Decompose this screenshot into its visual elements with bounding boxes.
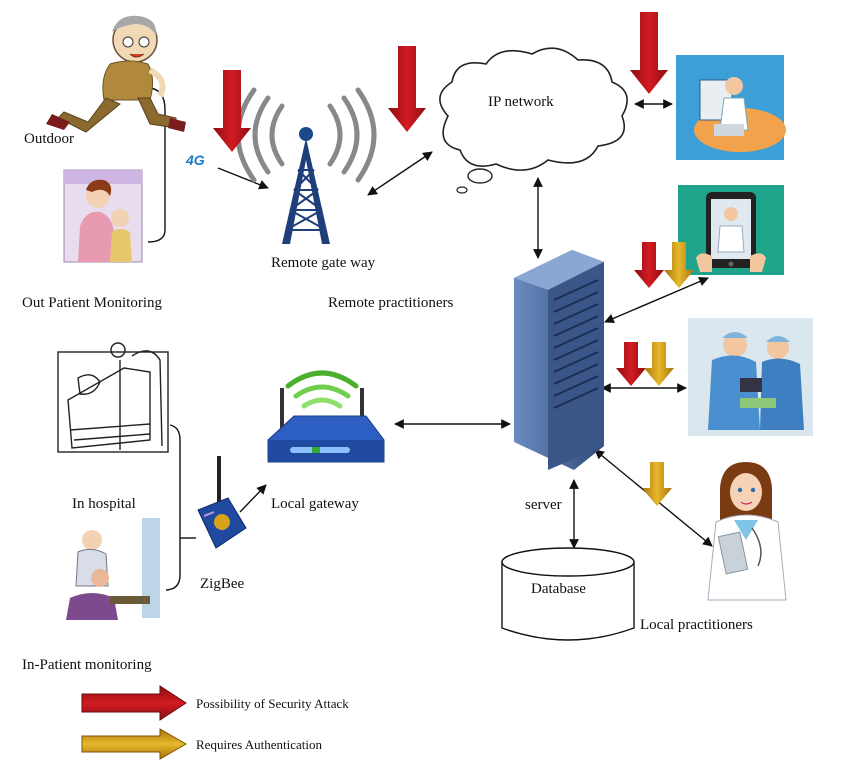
attack-arrow-tower [213,70,251,152]
out-patient-monitoring-label: Out Patient Monitoring [22,295,162,311]
legend [81,685,188,760]
surgeons-icon [688,318,813,436]
server-tower-icon [514,250,604,470]
cloud-icon [439,47,628,194]
local-practitioners-label: Local practitioners [640,617,753,633]
outdoor-bracket [147,87,166,243]
zigbee-label: ZigBee [200,576,245,592]
link-4g-tower [217,167,269,190]
tablet-doctor-icon [678,185,784,275]
database-cylinder-icon [501,547,635,641]
outdoor-label: Outdoor [24,131,74,147]
remote-practitioners-label: Remote practitioners [328,295,454,311]
hospital-bed-icon [57,342,169,453]
in-patient-monitoring-label: In-Patient monitoring [22,657,152,673]
local-gateway-label: Local gateway [271,496,359,512]
mother-child-icon [63,169,143,263]
elderly-walker-icon [46,15,186,133]
attack-arrow-telemed [630,12,668,94]
attack-indicators [213,12,694,506]
remote-gateway-label: Remote gate way [271,255,376,271]
auth-arrow-localdoc [642,462,672,506]
auth-arrow-tablet [664,242,694,288]
attack-arrow-surgeons [616,342,646,386]
legend-auth-arrow [81,728,188,760]
zigbee-module-icon [197,456,247,549]
doctor-patient-icon [54,518,166,622]
server-label: server [525,497,562,513]
database-label: Database [531,581,586,597]
legend-attack-label: Possibility of Security Attack [196,696,349,711]
attack-arrow-cloud [388,46,426,132]
legend-attack-arrow [81,685,187,721]
ip-network-label: IP network [488,94,554,110]
female-doctor-icon [707,462,787,601]
four-g-label: 4G [185,152,205,168]
attack-arrow-tablet [634,242,664,288]
telemedicine-doctor-icon [676,55,786,160]
four-g-icon: 4G [185,152,205,168]
cell-tower-icon [235,87,377,244]
wifi-router-icon [267,370,385,463]
auth-arrow-surgeons [644,342,674,386]
link-tower-cloud [367,151,433,196]
legend-auth-label: Requires Authentication [196,737,323,752]
link-server-tablet [604,276,709,324]
inhospital-bracket [164,424,181,591]
link-zigbee-router [239,484,267,513]
in-hospital-label: In hospital [72,496,136,512]
